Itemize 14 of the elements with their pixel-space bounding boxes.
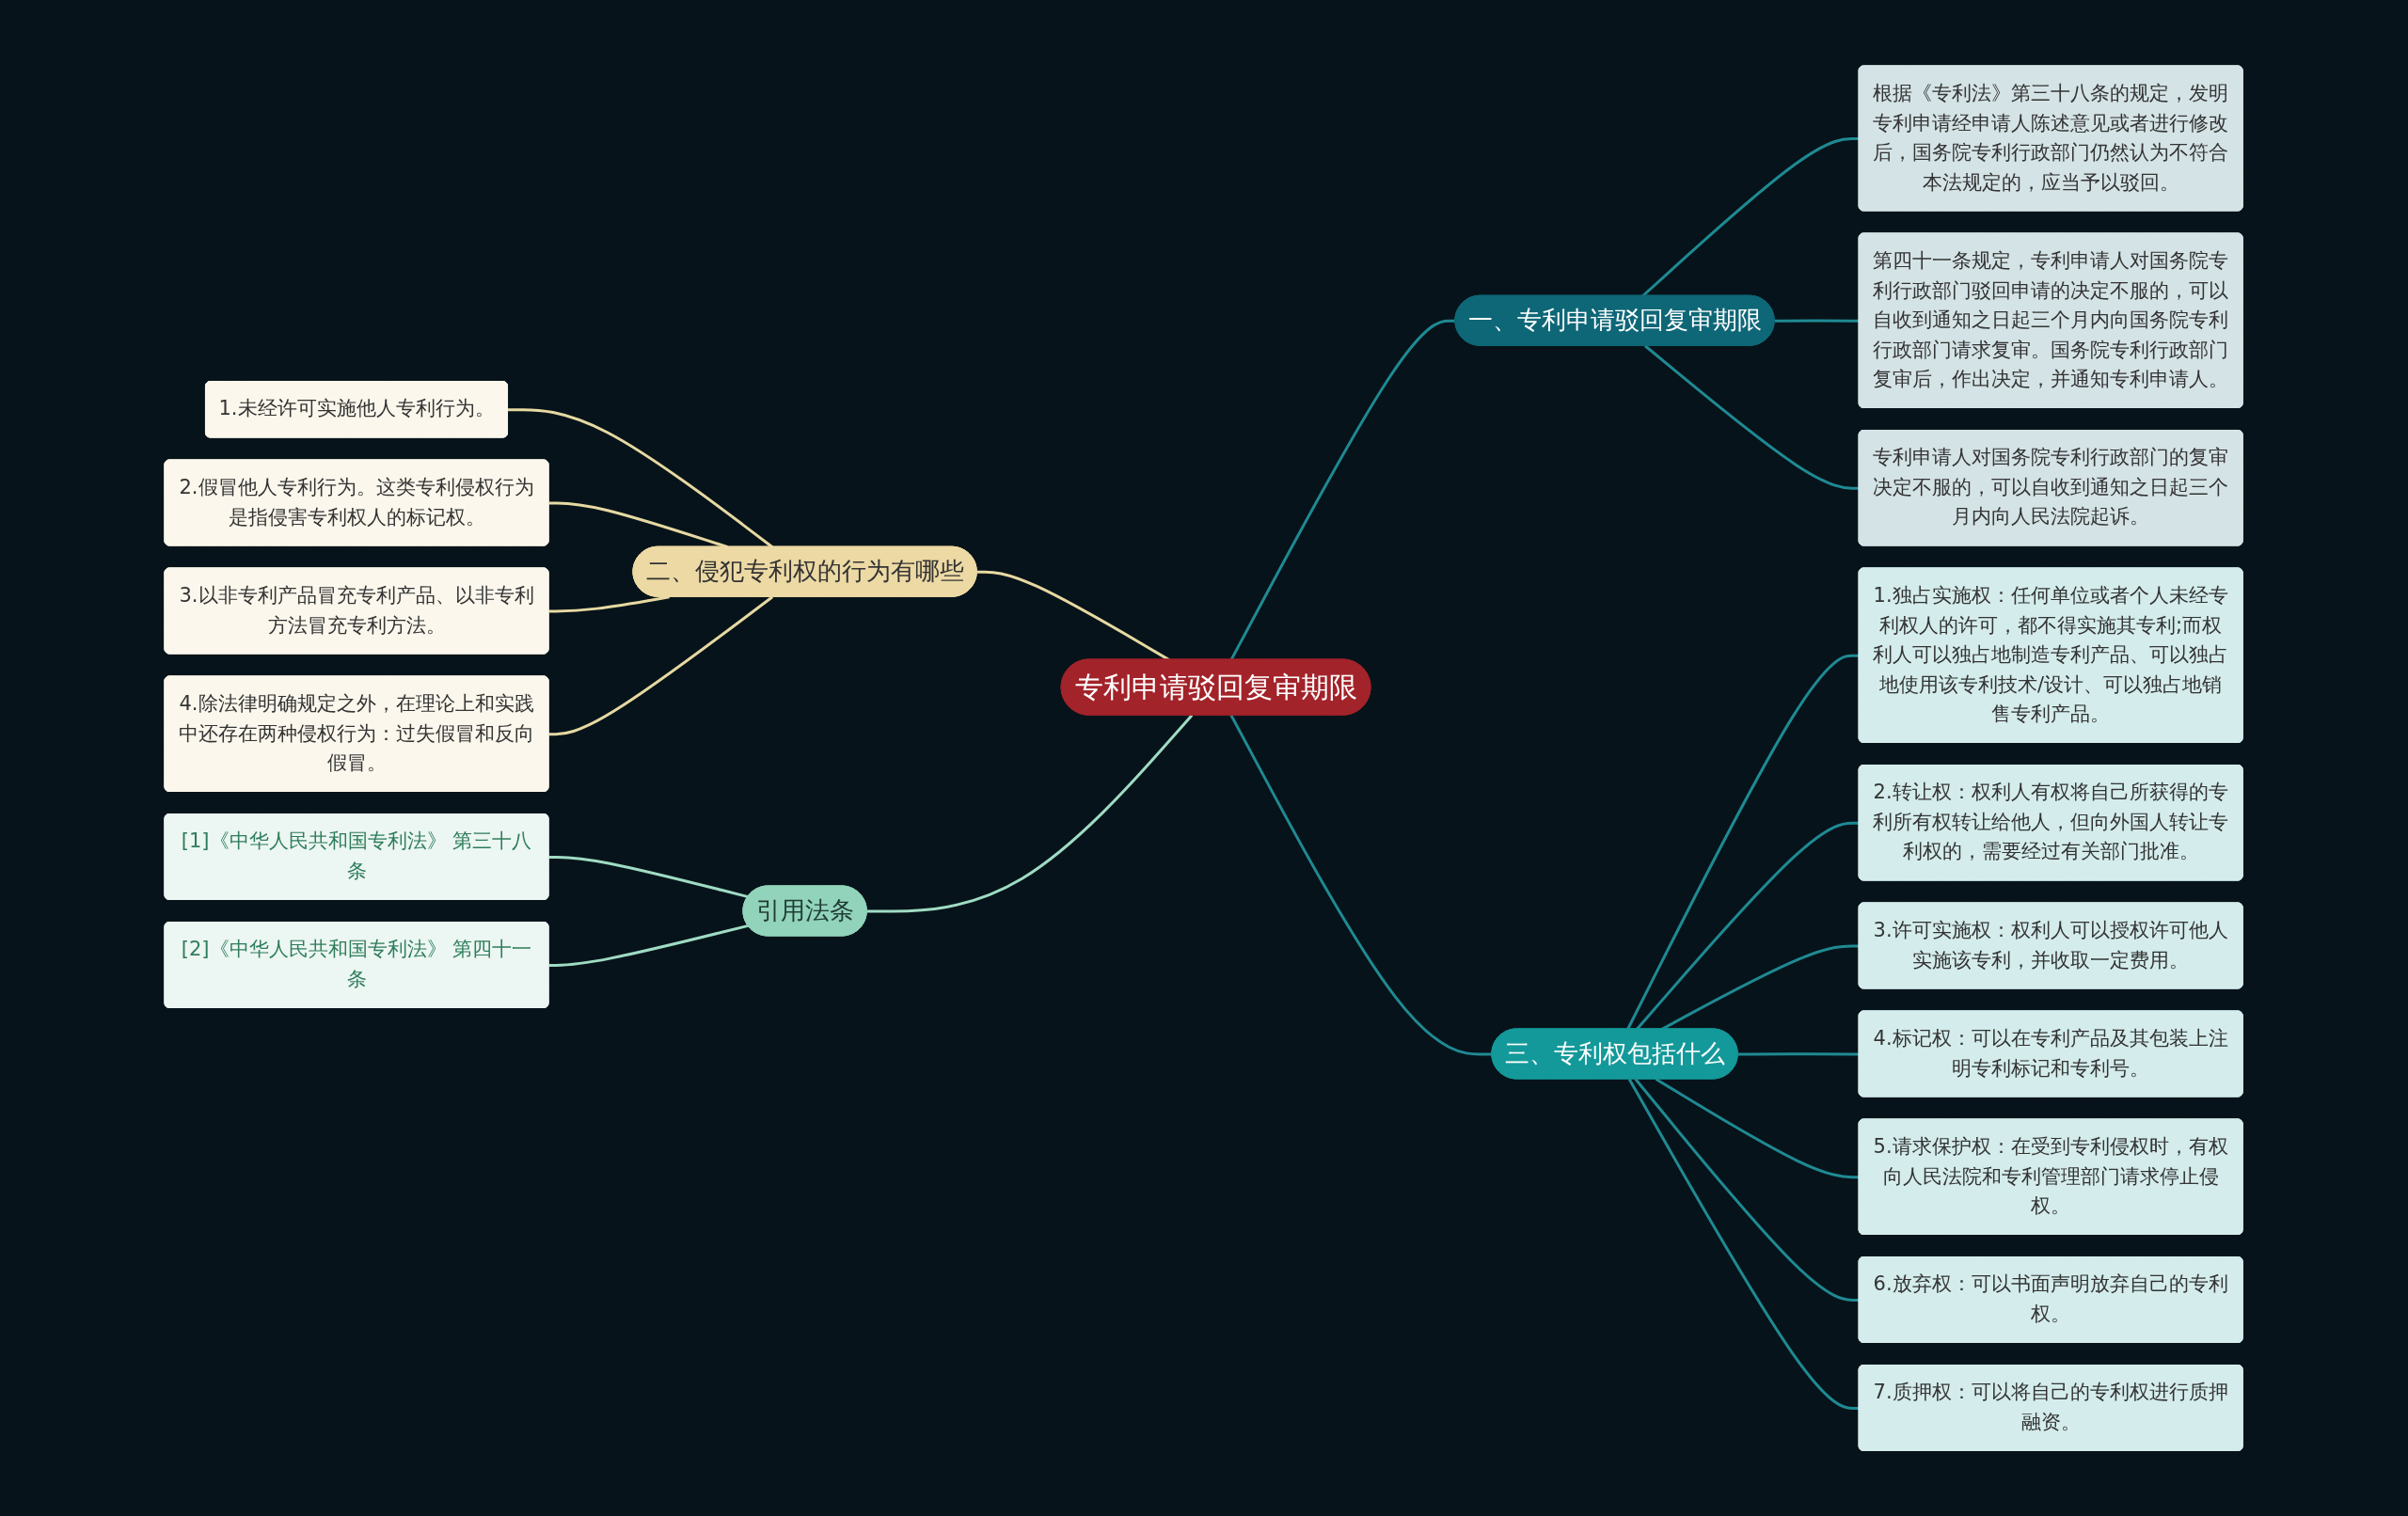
connector	[548, 595, 671, 613]
connector	[1230, 714, 1493, 1056]
connector	[548, 855, 750, 898]
connector	[1641, 136, 1861, 297]
connector	[1644, 344, 1861, 490]
connector	[1628, 1078, 1861, 1410]
connector	[548, 595, 774, 735]
connector	[1626, 654, 1861, 1030]
connector	[1656, 1077, 1861, 1178]
connector	[1775, 319, 1861, 323]
connector	[1635, 1078, 1861, 1302]
connector	[867, 714, 1194, 913]
connector	[1738, 1051, 1861, 1056]
connector	[548, 924, 750, 967]
